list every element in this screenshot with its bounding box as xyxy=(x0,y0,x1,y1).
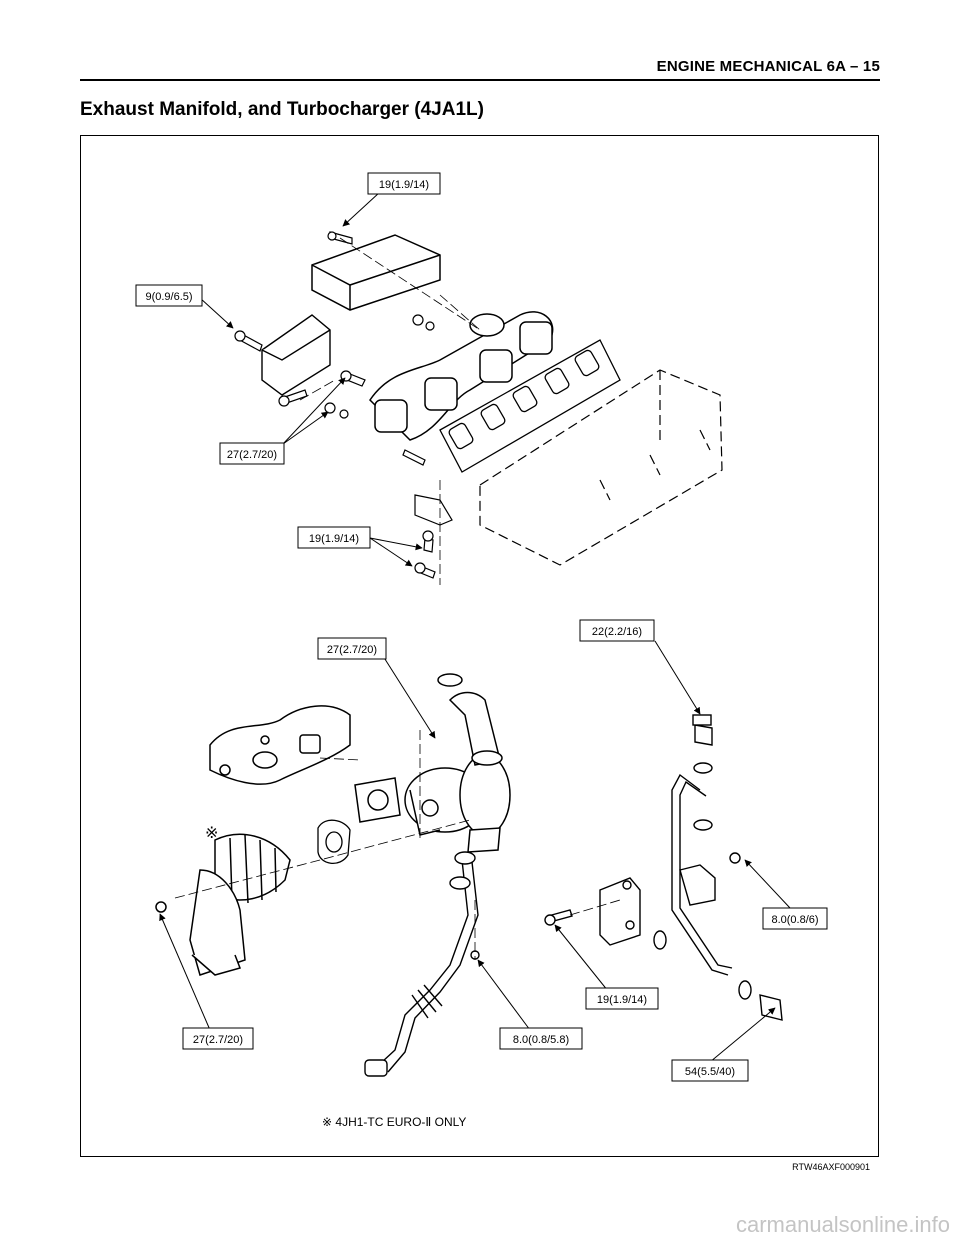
diagram-frame xyxy=(80,135,879,1157)
centerlines-lower xyxy=(174,730,621,960)
header-rule xyxy=(80,79,880,81)
callout-c7: 8.0(0.8/6) xyxy=(762,907,828,930)
callout-label: 19(1.9/14) xyxy=(597,994,647,1006)
callout-c6: 22(2.2/16) xyxy=(579,619,655,642)
gasket-lower xyxy=(317,819,351,864)
callout-label: 8.0(0.8/6) xyxy=(771,914,818,926)
callout-label: 54(5.5/40) xyxy=(685,1066,735,1078)
exhaust-manifold-upper xyxy=(369,311,554,441)
callout-label: 27(2.7/20) xyxy=(193,1034,243,1046)
figure-code: RTW46AXF000901 xyxy=(792,1162,870,1172)
callout-label: 27(2.7/20) xyxy=(327,644,377,656)
exhaust-gasket xyxy=(439,339,621,473)
callout-label: 19(1.9/14) xyxy=(379,179,429,191)
oil-feed-pipe xyxy=(653,714,783,1021)
cylinder-head-outline xyxy=(479,369,723,566)
callout-label: 27(2.7/20) xyxy=(227,449,277,461)
heat-shield-upper xyxy=(311,234,441,311)
catalytic-converter xyxy=(155,833,291,976)
bracket-upper xyxy=(261,314,331,396)
callout-c1: 19(1.9/14) xyxy=(367,172,441,195)
callout-c9: 27(2.7/20) xyxy=(182,1027,254,1050)
intake-hose xyxy=(437,673,503,766)
turbocharger xyxy=(354,754,511,853)
page-title: Exhaust Manifold, and Turbocharger (4JA1… xyxy=(80,99,484,120)
callout-c8: 19(1.9/14) xyxy=(585,987,659,1010)
callout-label: 8.0(0.8/5.8) xyxy=(513,1034,569,1046)
callout-label: 9(0.9/6.5) xyxy=(145,291,192,303)
callout-c4: 19(1.9/14) xyxy=(297,526,371,549)
callout-leaders xyxy=(159,191,791,1063)
callout-label: 22(2.2/16) xyxy=(592,626,642,638)
callout-label: 19(1.9/14) xyxy=(309,533,359,545)
callout-c11: 54(5.5/40) xyxy=(671,1059,749,1082)
footnote: ※ 4JH1-TC EURO-Ⅱ ONLY xyxy=(322,1115,466,1129)
callout-c5: 27(2.7/20) xyxy=(317,637,387,660)
oil-drain-pipe xyxy=(364,851,480,1077)
bracket-lower xyxy=(544,877,641,946)
callout-c10: 8.0(0.8/5.8) xyxy=(499,1027,583,1050)
callout-c2: 9(0.9/6.5) xyxy=(135,284,203,307)
section-header: ENGINE MECHANICAL 6A – 15 xyxy=(656,58,880,75)
watermark: carmanualsonline.info xyxy=(735,1212,950,1237)
centerlines-upper xyxy=(299,237,481,585)
bolts-upper xyxy=(234,231,453,579)
exhaust-manifold-lower xyxy=(209,705,351,785)
callout-c3: 27(2.7/20) xyxy=(219,442,285,465)
asterisk-mark: ※ xyxy=(205,825,218,842)
